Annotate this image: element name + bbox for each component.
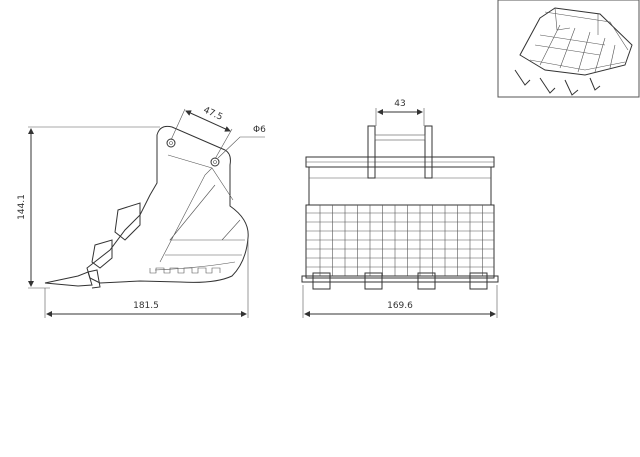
height-dimension: 144.1 bbox=[17, 194, 27, 220]
front-view: 43 169.6 bbox=[301, 99, 499, 318]
mount-lug-left bbox=[367, 125, 376, 179]
isometric-inset bbox=[497, 0, 640, 98]
front-width-dimension: 169.6 bbox=[387, 301, 413, 311]
bucket-side-outline bbox=[86, 125, 249, 284]
pin-spacing-dimension: 47.5 bbox=[202, 106, 224, 123]
tooth-adapter bbox=[312, 272, 331, 290]
mount-lug-right bbox=[424, 125, 433, 179]
tooth-adapter bbox=[364, 272, 383, 290]
pin-hole-icon bbox=[166, 138, 176, 148]
cutting-edge bbox=[301, 275, 499, 283]
tooth-adapter bbox=[417, 272, 436, 290]
tooth-tip bbox=[44, 269, 101, 289]
tooth-adapter bbox=[469, 272, 488, 290]
lug-spacing-dimension: 43 bbox=[394, 99, 405, 109]
pin bbox=[374, 134, 426, 141]
pin-diameter-dimension: Φ6 bbox=[253, 125, 266, 135]
skeleton-grid bbox=[306, 205, 494, 276]
teeth bbox=[312, 272, 488, 290]
grid-frame bbox=[305, 204, 495, 279]
side-grid-teeth bbox=[149, 267, 221, 274]
width-dimension: 181.5 bbox=[133, 301, 159, 311]
pin-hole-icon bbox=[210, 157, 220, 167]
side-view: 144.1 181.5 47.5 Φ6 bbox=[17, 106, 266, 318]
side-adapter bbox=[91, 202, 141, 269]
